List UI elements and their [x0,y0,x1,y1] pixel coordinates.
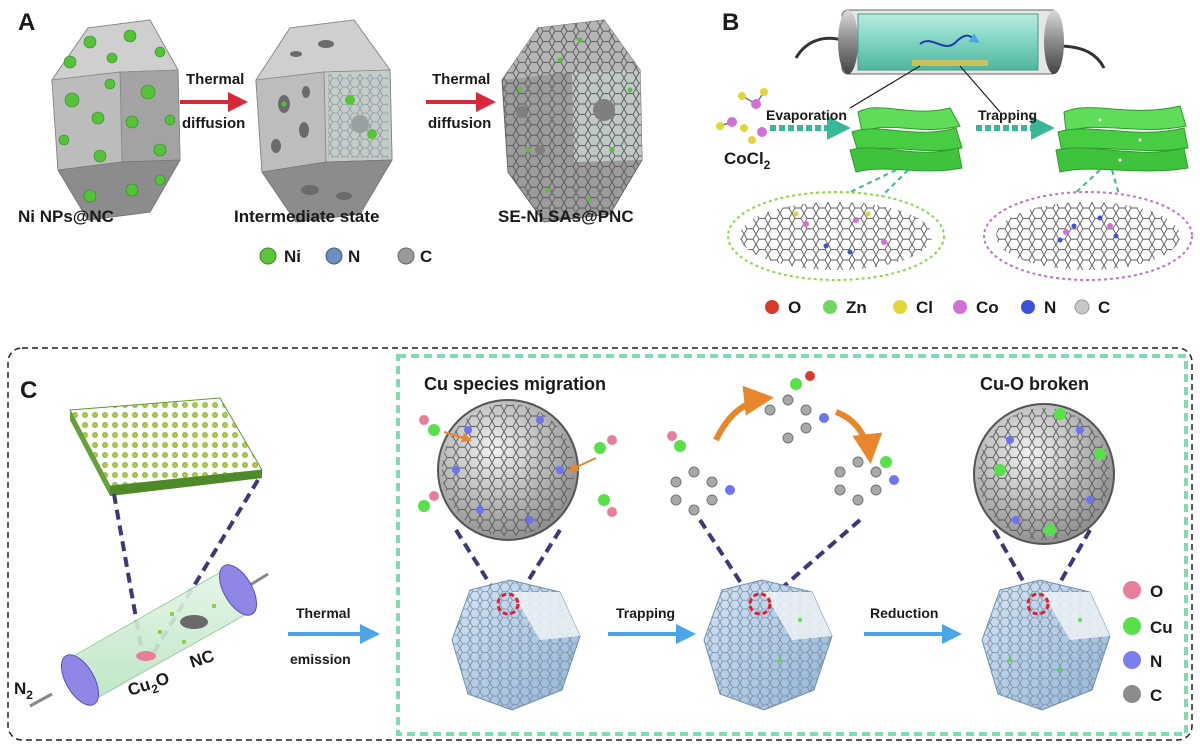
intermediate-polyhedron [255,19,393,223]
source-tail: O [153,669,171,691]
carbon-sheets-before [849,107,963,173]
panel-c: C N2 Cu2O NC Thermal emission Cu species [7,347,1193,741]
panel-b-label: B [722,9,739,36]
arrow-1-line2: diffusion [182,115,245,132]
evaporation-label: Evaporation [766,107,847,123]
legend-b-swatch-co [953,300,967,314]
legend-a-label-c: C [420,247,432,266]
reduction-label: Reduction [870,605,938,621]
tube-furnace-c [29,564,269,708]
precursor-main: CoCl [724,149,764,168]
legend-b-item-c: C [1074,298,1110,317]
ni-nanoparticle-clusters [58,29,176,203]
cocl2-molecules [716,88,768,144]
caption-se-ni-sas: SE-Ni SAs@PNC [498,207,634,226]
legend-c-swatch-o [1123,581,1141,599]
mof-polyhedron-1 [451,579,581,711]
arrow-1-line1: Thermal [186,71,244,88]
legend-c-item-c: C [1123,685,1162,705]
legend-c-swatch-c [1123,685,1141,703]
cu2o-lattice [69,397,263,496]
graphene-zoom-after [983,191,1193,281]
legend-a-item-n: N [325,247,360,266]
panel-b-legend: O Zn Cl Co N C [765,298,1110,317]
gas-label: N2 [14,679,33,702]
legend-a-item-ni: Ni [259,247,301,266]
fullerene-migration [418,399,617,541]
tube-furnace [794,9,1106,113]
ni-nps-polyhedron [51,19,181,221]
caption-intermediate: Intermediate state [234,207,380,226]
target-label: NC [187,646,216,672]
legend-b-label-c: C [1098,298,1110,317]
thermal-emission-line1: Thermal [296,605,350,621]
mof-polyhedron-3 [981,579,1111,711]
legend-b-item-n: N [1021,298,1056,317]
se-ni-sas-polyhedron [501,19,643,223]
legend-b-swatch-n [1021,300,1035,314]
precursor-subscript: 2 [764,158,771,172]
legend-a-label-n: N [348,247,360,266]
gas-subscript: 2 [26,688,33,702]
thermal-emission-line2: emission [290,651,351,667]
panel-b: B CoCl2 Evaporation [716,9,1193,317]
mof-polyhedron-2 [703,579,833,711]
legend-b-swatch-zn [823,300,837,314]
fullerene-broken [973,403,1115,545]
arrow-2-line1: Thermal [432,71,490,88]
legend-b-swatch-cl [893,300,907,314]
legend-c-label-n: N [1150,652,1162,671]
panel-a-label: A [18,9,35,36]
legend-b-item-o: O [765,298,801,317]
legend-b-label-co: Co [976,298,999,317]
legend-a-label-ni: Ni [284,247,301,266]
source-subscript: 2 [150,681,161,696]
carbon-sheets-after [1055,105,1189,173]
legend-b-swatch-c [1074,299,1090,315]
title-cu-migration: Cu species migration [424,374,606,394]
trapping-fragments [667,371,899,516]
panel-c-frame [7,347,1193,741]
gas-main: N [14,679,26,698]
legend-a-swatch-ni [259,247,277,265]
legend-c-swatch-cu [1123,617,1141,635]
legend-b-label-cl: Cl [916,298,933,317]
legend-b-label-n: N [1044,298,1056,317]
legend-c-item-cu: Cu [1123,617,1173,637]
legend-c-swatch-n [1123,651,1141,669]
legend-b-swatch-o [765,300,779,314]
panel-c-legend: O Cu N C [1123,581,1173,705]
panel-c-inner-frame [396,354,1188,736]
legend-c-label-cu: Cu [1150,618,1173,637]
arrow-2-line2: diffusion [428,115,491,132]
legend-a-swatch-c [397,247,415,265]
caption-ni-nps: Ni NPs@NC [18,207,114,226]
legend-b-item-co: Co [953,298,999,317]
legend-c-item-n: N [1123,651,1162,671]
legend-b-item-zn: Zn [823,298,867,317]
legend-c-label-o: O [1150,582,1163,601]
trapping-label-c: Trapping [616,605,675,621]
panel-c-label: C [20,377,37,404]
legend-b-item-cl: Cl [893,298,933,317]
trapping-label-b: Trapping [978,107,1037,123]
legend-c-item-o: O [1123,581,1163,601]
panel-a-legend: Ni N C [259,247,432,266]
graphene-zoom-before [727,191,945,281]
legend-b-label-o: O [788,298,801,317]
panel-a: A Thermal diffusion [18,9,643,266]
legend-b-label-zn: Zn [846,298,867,317]
legend-a-item-c: C [397,247,432,266]
title-cu-o-broken: Cu-O broken [980,374,1089,394]
precursor-label: CoCl2 [724,149,771,172]
legend-a-swatch-n [325,247,343,265]
legend-c-label-c: C [1150,686,1162,705]
